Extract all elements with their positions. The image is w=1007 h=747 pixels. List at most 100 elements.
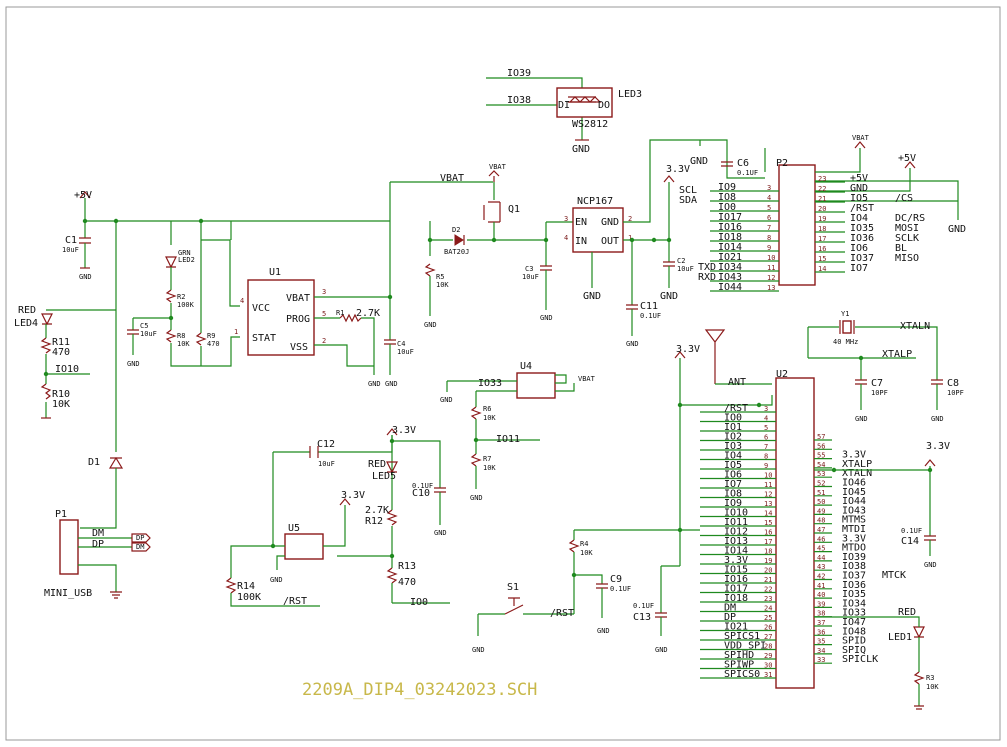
u2-left-pin-number: 7 xyxy=(764,443,768,451)
val-r4: 10K xyxy=(580,549,593,557)
p2-left-pin-number: 13 xyxy=(767,284,775,292)
u2-left-pin-number: 4 xyxy=(764,415,768,423)
u2-left-pin-number: 3 xyxy=(764,405,768,413)
ref-p2: P2 xyxy=(776,158,788,169)
p2-left-pin-signal: IO43 xyxy=(718,272,742,283)
p2-left-pin-number: 12 xyxy=(767,274,775,282)
gnd-r7: GND xyxy=(470,494,483,502)
val-c3: 10uF xyxy=(522,273,539,281)
u2-left-pin-signal: IO17 xyxy=(724,584,748,595)
u2-right-pin-signal: IO47 xyxy=(842,617,866,628)
u5-reset: C12 10uF 3.3V RED LED5 0.1UF C10 GND 2.7… xyxy=(225,425,450,608)
ref-c2: C2 xyxy=(677,257,685,265)
u2-left-pin-signal: IO16 xyxy=(724,574,748,585)
p2-left-pin-signal: IO0 xyxy=(718,202,736,213)
p2-right-pin-number: 18 xyxy=(818,225,826,233)
ref-led2: LED2 xyxy=(178,256,195,264)
gnd-c8: GND xyxy=(931,415,944,423)
u2-right-pin-signal: IO35 xyxy=(842,589,866,600)
p2-left-pin-signal: IO14 xyxy=(718,242,742,253)
u2-right-pin-signal: IO34 xyxy=(842,598,866,609)
gnd-c3: GND xyxy=(540,314,553,322)
p2-left-pin-signal: IO44 xyxy=(718,282,742,293)
val-r3: 10K xyxy=(926,683,939,691)
p2-right-pin-function: /CS xyxy=(895,193,913,204)
net-33v-c14: 3.3V xyxy=(926,441,950,452)
u2-right-pin-number: 55 xyxy=(817,452,825,460)
net-io11: IO11 xyxy=(496,434,520,445)
p2-left-pin-number: 4 xyxy=(767,194,771,202)
p2-left-pin-number: 8 xyxy=(767,234,771,242)
ref-c6: C6 xyxy=(737,158,749,169)
u2-right-pin-number: 54 xyxy=(817,461,825,469)
u2-left-pin-signal: IO4 xyxy=(724,451,742,462)
ref-led3: LED3 xyxy=(618,89,642,100)
led5-color: RED xyxy=(368,459,386,470)
val-r11: 470 xyxy=(52,347,70,358)
u2-right-pin-number: 38 xyxy=(817,610,825,618)
u2-left-pin-signal: IO13 xyxy=(724,536,748,547)
gnd-p2-top: GND xyxy=(690,156,708,167)
led2-color: GRN xyxy=(178,249,191,257)
u2-left-pin-signal: SPICS0 xyxy=(724,669,760,680)
p2-left-pin-number: 10 xyxy=(767,254,775,262)
val-r12: 2.7K xyxy=(365,505,389,516)
u2-right-pin-number: 45 xyxy=(817,545,825,553)
label-txd-p2: TXD xyxy=(698,262,716,273)
ref-r9: R9 xyxy=(207,332,215,340)
u2-left-pin-number: 13 xyxy=(764,500,772,508)
val-c2: 10uF xyxy=(677,265,694,273)
p2-left-pin-signal: IO16 xyxy=(718,222,742,233)
ref-r4: R4 xyxy=(580,540,588,548)
val-c13: 0.1UF xyxy=(633,602,654,610)
ref-u2: U2 xyxy=(776,369,788,380)
pin-out: OUT xyxy=(601,236,619,247)
reset-switch: R4 10K C9 0.1UF GND /RST S1 GND 0.1UF C1… xyxy=(472,529,680,654)
u2-left-pin-signal: IO5 xyxy=(724,460,742,471)
u2-left-pin-signal: IO21 xyxy=(724,622,748,633)
u2-left-pin-signal: IO0 xyxy=(724,413,742,424)
gnd-s1: GND xyxy=(472,646,485,654)
p2-right-pin-signal: IO7 xyxy=(850,263,868,274)
ref-r14: R14 xyxy=(237,581,255,592)
p2-left-pin-signal: IO21 xyxy=(718,252,742,263)
net-rst-s1: /RST xyxy=(550,608,574,619)
ref-r5: R5 xyxy=(436,273,444,281)
p2-right-pin-function: MOSI xyxy=(895,223,919,234)
u2-left-pin-signal: IO10 xyxy=(724,508,748,519)
u2-right-pin-number: 43 xyxy=(817,563,825,571)
gnd-c4: GND xyxy=(385,380,398,388)
drawing-title: 2209A_DIP4_03242023.SCH xyxy=(302,680,537,700)
gnd-u5: GND xyxy=(270,576,283,584)
svg-text:2: 2 xyxy=(322,337,326,345)
ref-led1: LED1 xyxy=(888,632,912,643)
ref-r8: R8 xyxy=(177,332,185,340)
val-c1: 10uF xyxy=(62,246,79,254)
ref-c11: C11 xyxy=(640,301,658,312)
u2-left-pin-signal: 3.3V xyxy=(724,555,748,566)
u2-right-pin-signal: MTMS xyxy=(842,515,866,526)
val-c11: 0.1UF xyxy=(640,312,661,320)
ref-c12: C12 xyxy=(317,439,335,450)
pin-in: IN xyxy=(575,236,587,247)
net-io38: IO38 xyxy=(507,95,531,106)
part-bat20j: BAT20J xyxy=(444,248,469,256)
p2-right-pin-signal: IO36 xyxy=(850,233,874,244)
val-r9: 470 xyxy=(207,340,220,348)
gnd-c14: GND xyxy=(924,561,937,569)
u2-left-pin-number: 30 xyxy=(764,662,772,670)
u2-right-pin-number: 49 xyxy=(817,507,825,515)
led3-ws2812: IO39 IO38 DI DO LED3 WS2812 GND xyxy=(486,68,642,155)
u2-right-pin-signal: SPID xyxy=(842,636,866,647)
val-c4: 10uF xyxy=(397,348,414,356)
u2-left-pin-signal: IO2 xyxy=(724,432,742,443)
pin-vss: VSS xyxy=(290,342,308,353)
label-rxd-p2: RXD xyxy=(698,272,716,283)
part-ws2812: WS2812 xyxy=(572,119,608,130)
u2-right-pin-number: 57 xyxy=(817,433,825,441)
u2-right-pin-number: 37 xyxy=(817,619,825,627)
u2-right-pin-signal: IO39 xyxy=(842,552,866,563)
u2-left-pin-number: 9 xyxy=(764,462,768,470)
net-5v-left: +5V xyxy=(74,190,92,201)
u2-left-pin-number: 19 xyxy=(764,557,772,565)
